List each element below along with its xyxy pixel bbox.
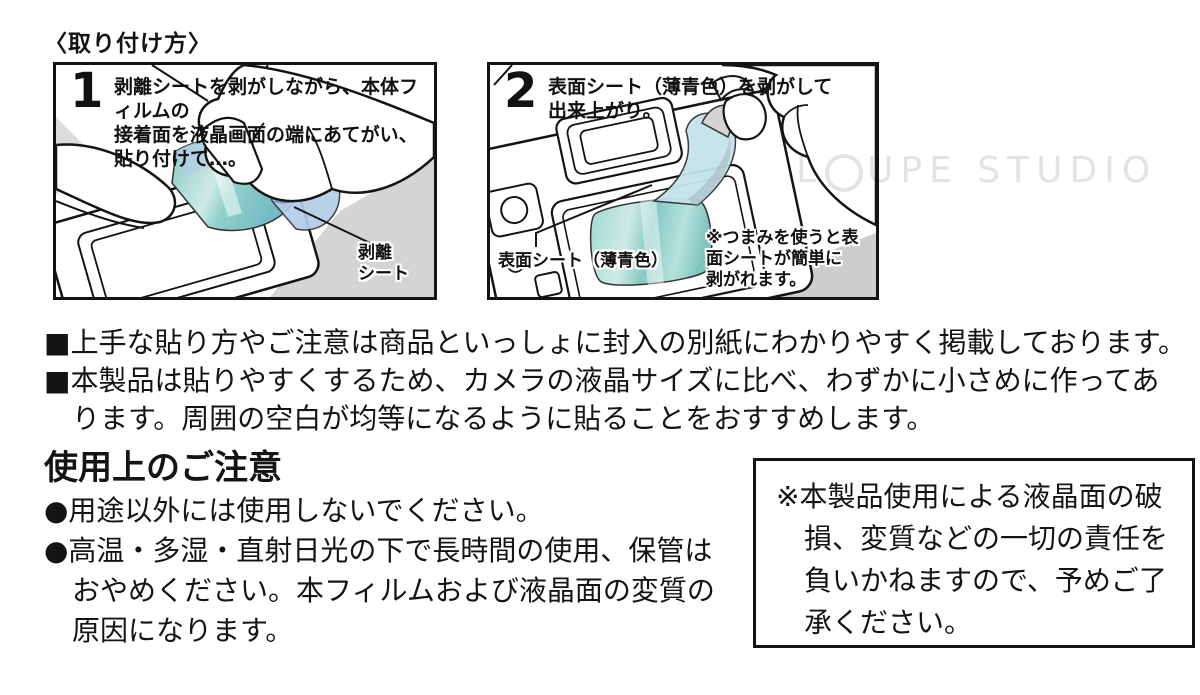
disclaimer-box: ※本製品使用による液晶面の破 損、変質などの一切の責任を 負いかねますので、予め… <box>753 458 1195 648</box>
caution-item-usage: ●用途以外には使用しないでください。 <box>44 494 544 527</box>
disclaimer-text: ※本製品使用による液晶面の破 損、変質などの一切の責任を 負いかねますので、予め… <box>776 480 1169 639</box>
product-notes: ■上手な貼り方やご注意は商品といっしょに封入の別紙にわかりやすく掲載しております… <box>44 324 1194 438</box>
step1-panel: 1 剥離シートを剥がしながら、本体フィルムの 接着面を液晶画面の端にあてがい、 … <box>53 62 437 300</box>
step2-number: 2 <box>504 63 537 119</box>
caution-heading: 使用上のご注意 <box>44 448 282 488</box>
step1-release-sheet-label: 剥離 シート <box>358 243 409 284</box>
step2-panel: 2 表面シート（薄青色）を剥がして 出来上がり。 表面シート（薄青色） ※つまみ… <box>487 62 879 300</box>
caution-item-environment: ●高温・多湿・直射日光の下で長時間の使用、保管は おやめください。本フィルムおよ… <box>44 534 715 647</box>
caution-list: ●用途以外には使用しないでください。 ●高温・多湿・直射日光の下で長時間の使用、… <box>44 491 744 651</box>
step2-illustration <box>490 65 876 297</box>
watermark-text-right: UPE STUDIO <box>867 149 1158 191</box>
step2-surface-sheet-label: 表面シート（薄青色） <box>498 251 668 271</box>
page-title: 〈取り付け方〉 <box>44 31 212 57</box>
step1-illustration <box>56 65 434 297</box>
step2-instruction: 表面シート（薄青色）を剥がして 出来上がり。 <box>548 76 833 122</box>
note-enclosed-sheet: ■上手な貼り方やご注意は商品といっしょに封入の別紙にわかりやすく掲載しております… <box>44 326 1186 359</box>
step2-tab-note: ※つまみを使うと表 面シートが簡単に 剥がれます。 <box>706 228 859 290</box>
step1-number: 1 <box>70 63 103 119</box>
step1-instruction: 剥離シートを剥がしながら、本体フィルムの 接着面を液晶画面の端にあてがい、 貼り… <box>114 76 419 170</box>
note-smaller-size: ■本製品は貼りやすくするため、カメラの液晶サイズに比べ、わずかに小さめに作ってあ… <box>44 364 1160 435</box>
